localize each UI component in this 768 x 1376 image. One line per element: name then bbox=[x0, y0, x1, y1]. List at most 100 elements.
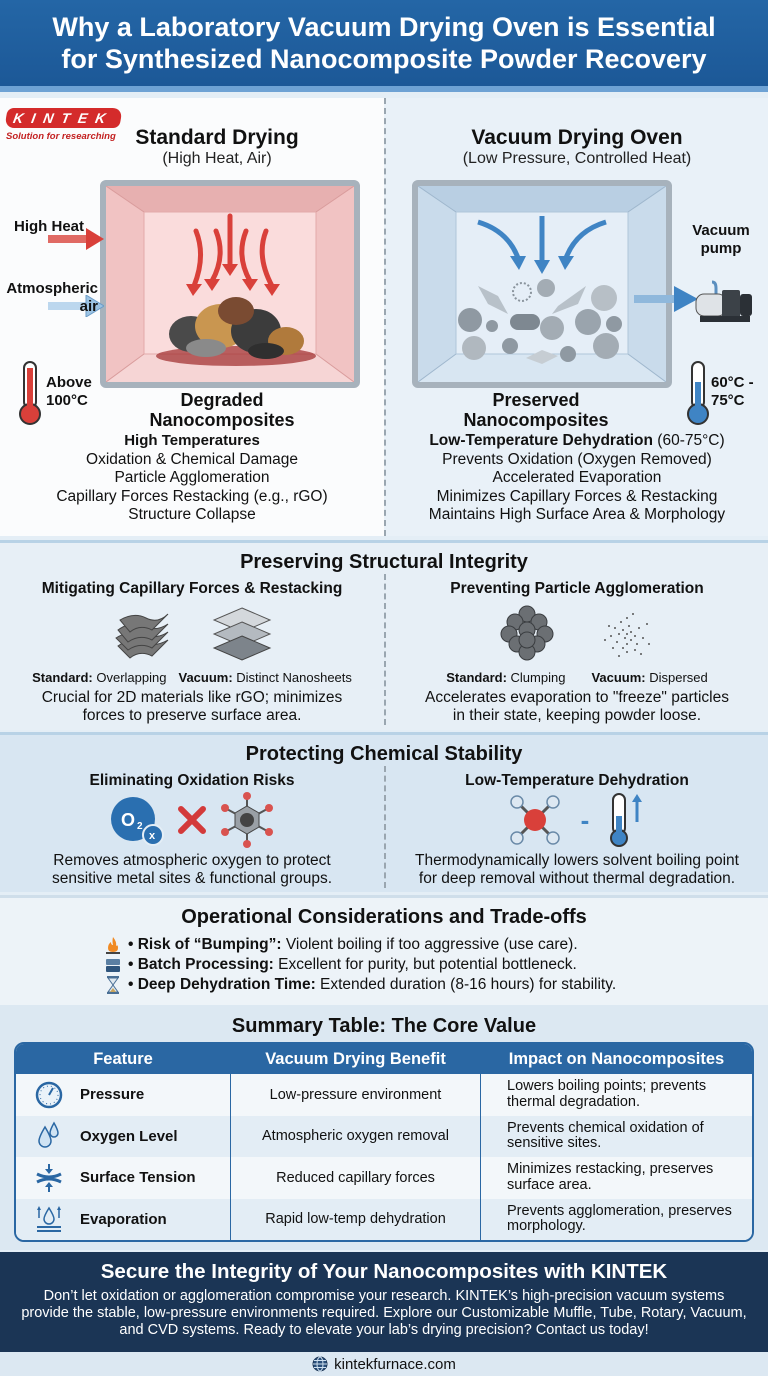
minus-sign: - bbox=[580, 804, 590, 835]
vacuum-arrows-icon bbox=[477, 216, 607, 261]
air-arrow-icon bbox=[48, 295, 104, 317]
benefit-cell: Rapid low-temp dehydration bbox=[230, 1198, 480, 1240]
vacuum-pump-label: Vacuum pump bbox=[686, 222, 756, 258]
bullet-item: Low-Temperature Dehydration (60-75°C) bbox=[386, 432, 768, 451]
desc-line: Removes atmospheric oxygen to protect bbox=[53, 852, 331, 869]
feature-name: Surface Tension bbox=[80, 1169, 196, 1187]
svg-text:2: 2 bbox=[137, 821, 143, 832]
vacuum-drying-panel: Vacuum Drying Oven (Low Pressure, Contro… bbox=[384, 98, 768, 536]
caption-bold: Standard: bbox=[446, 670, 507, 685]
panel-heading: Mitigating Capillary Forces & Restacking bbox=[41, 580, 343, 597]
degraded-clumps-icon bbox=[156, 297, 316, 366]
temp-line-1: Above bbox=[46, 374, 92, 391]
section-title: Preserving Structural Integrity bbox=[240, 551, 528, 573]
feature-name: Pressure bbox=[80, 1086, 145, 1104]
preserved-label: Preserved Nanocomposites bbox=[344, 390, 728, 430]
result-line-2: Nanocomposites bbox=[463, 410, 609, 430]
summary-table: Feature Vacuum Drying Benefit Impact on … bbox=[14, 1042, 754, 1242]
clumped-particles-icon bbox=[500, 605, 554, 661]
operational-section: Operational Considerations and Trade-off… bbox=[0, 895, 768, 1005]
table-row: Surface Tension Reduced capillary forces… bbox=[16, 1157, 752, 1199]
item-rest: Violent boiling if too aggressive (use c… bbox=[281, 936, 578, 953]
item-rest: Excellent for purity, but potential bott… bbox=[273, 956, 577, 973]
page-title-line-2: for Synthesized Nanocomposite Powder Rec… bbox=[61, 44, 707, 74]
evaporation-icon bbox=[34, 1204, 64, 1234]
desc-line: for deep removal without thermal degrada… bbox=[418, 870, 736, 887]
section-title: Summary Table: The Core Value bbox=[231, 1015, 537, 1037]
atmospheric-air-label: Atmospheric air bbox=[4, 280, 98, 316]
operational-list: • Risk of “Bumping”: Violent boiling if … bbox=[104, 935, 664, 995]
bullet-item: Prevents Oxidation (Oxygen Removed) bbox=[442, 450, 712, 468]
impact-cell: Prevents agglomeration, preserves morpho… bbox=[480, 1198, 752, 1240]
bullet-item: Capillary Forces Restacking (e.g., rGO) bbox=[56, 487, 328, 505]
list-item: • Deep Dehydration Time: Extended durati… bbox=[104, 975, 664, 995]
vacuum-oven-illustration bbox=[412, 180, 672, 388]
result-line-1: Degraded bbox=[180, 390, 264, 410]
website-link[interactable]: kintekfurnace.com bbox=[334, 1355, 456, 1373]
panel-heading: Preventing Particle Agglomeration bbox=[450, 580, 704, 597]
solvent-molecule-icon bbox=[509, 795, 560, 845]
caption-rest: Overlapping bbox=[92, 670, 167, 685]
desc-line: sensitive metal sites & functional group… bbox=[52, 870, 332, 887]
result-line-1: Preserved bbox=[492, 390, 580, 410]
benefit-cell: Reduced capillary forces bbox=[230, 1157, 480, 1199]
list-item: • Batch Processing: Excellent for purity… bbox=[104, 955, 664, 975]
caption-rest: Distinct Nanosheets bbox=[232, 670, 352, 685]
oxygen-molecule-icon: O 2 x bbox=[111, 797, 164, 846]
logo-badge: KINTEK bbox=[4, 108, 123, 128]
vacuum-bullets: Low-Temperature Dehydration (60-75°C) Pr… bbox=[386, 432, 768, 525]
air-label-line-1: Atmospheric bbox=[6, 280, 98, 297]
item-bold: • Deep Dehydration Time: bbox=[128, 976, 316, 993]
dispersed-particles-icon bbox=[458, 279, 622, 364]
batch-icon bbox=[104, 956, 122, 974]
benefit-cell: Atmospheric oxygen removal bbox=[230, 1115, 480, 1157]
bullet-item: Structure Collapse bbox=[128, 506, 256, 523]
surface-tension-icon bbox=[34, 1163, 64, 1193]
table-row: Oxygen Level Atmospheric oxygen removal … bbox=[16, 1115, 752, 1157]
thermometer-hot-icon bbox=[19, 361, 41, 425]
bullet-item: Particle Agglomeration bbox=[114, 469, 270, 486]
bullet-item: Minimizes Capillary Forces & Restacking bbox=[436, 487, 718, 505]
pump-label-line-2: pump bbox=[700, 240, 742, 257]
bullet-item: Accelerated Evaporation bbox=[492, 469, 662, 486]
high-heat-label: High Heat bbox=[14, 218, 85, 235]
standard-drying-panel: KINTEK Solution for researching Standard… bbox=[0, 98, 384, 536]
red-x-icon bbox=[178, 806, 206, 834]
footer: kintekfurnace.com bbox=[0, 1352, 768, 1376]
caption-rest: Clumping bbox=[506, 670, 566, 685]
summary-section: Summary Table: The Core Value Feature Va… bbox=[0, 1005, 768, 1250]
droplets-icon bbox=[34, 1121, 64, 1151]
svg-text:x: x bbox=[149, 830, 156, 842]
standard-oven-illustration bbox=[100, 180, 360, 388]
call-to-action-banner: Secure the Integrity of Your Nanocomposi… bbox=[0, 1252, 768, 1352]
oven-perspective-lines bbox=[418, 186, 666, 382]
standard-bullets: High Temperatures Oxidation & Chemical D… bbox=[0, 432, 384, 525]
metal-complex-molecule-icon bbox=[221, 792, 273, 848]
air-label-line-2: air bbox=[79, 298, 98, 315]
thermometer-controlled-icon bbox=[687, 361, 709, 425]
impact-cell: Lowers boiling points; prevents thermal … bbox=[480, 1074, 752, 1116]
list-item: • Risk of “Bumping”: Violent boiling if … bbox=[104, 935, 664, 955]
distinct-nanosheets-icon bbox=[212, 607, 272, 661]
caption-bold: Vacuum: bbox=[591, 670, 646, 685]
caption-standard: Standard: Overlapping bbox=[32, 670, 166, 685]
column-header: Vacuum Drying Benefit bbox=[230, 1044, 480, 1074]
temp-line-2: 75°C bbox=[711, 392, 745, 409]
standard-subtitle: (High Heat, Air) bbox=[162, 150, 272, 167]
high-heat-arrow-icon bbox=[48, 228, 104, 250]
column-header: Impact on Nanocomposites bbox=[480, 1044, 752, 1074]
panel-heading: Eliminating Oxidation Risks bbox=[89, 772, 295, 789]
bullet-item: Oxidation & Chemical Damage bbox=[86, 450, 298, 468]
section-title: Protecting Chemical Stability bbox=[245, 743, 523, 765]
result-line-2: Nanocomposites bbox=[149, 410, 295, 430]
caption-vacuum: Vacuum: Distinct Nanosheets bbox=[178, 670, 351, 685]
caption-standard: Standard: Clumping bbox=[446, 670, 565, 685]
panel-heading: Low-Temperature Dehydration bbox=[465, 772, 689, 789]
desc-line: forces to preserve surface area. bbox=[82, 707, 302, 724]
section-title: Operational Considerations and Trade-off… bbox=[181, 906, 587, 928]
temp-line-2: 100°C bbox=[46, 392, 88, 409]
globe-icon bbox=[312, 1356, 328, 1372]
desc-line: Accelerates evaporation to "freeze" part… bbox=[425, 689, 729, 706]
column-header: Feature bbox=[16, 1044, 230, 1074]
kintek-logo[interactable]: KINTEK Solution for researching bbox=[4, 108, 123, 142]
